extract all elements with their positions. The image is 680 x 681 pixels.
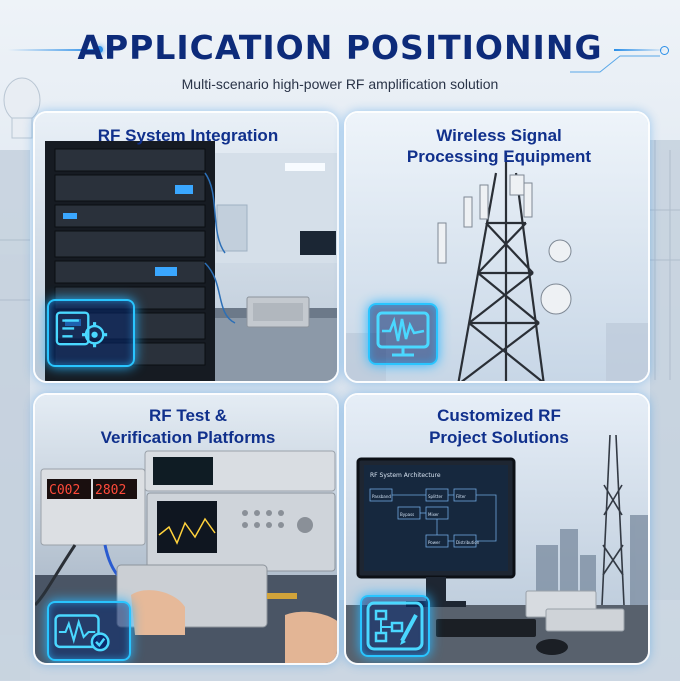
- signal-monitor-icon: [368, 303, 438, 365]
- card-title-line-2: Project Solutions: [429, 428, 569, 447]
- card-rf-system-integration[interactable]: RF System Integration: [33, 111, 339, 383]
- monitor-block-mixer: Mixer: [428, 512, 439, 517]
- block-diagram-edit-icon: [360, 595, 430, 657]
- settings-document-icon: [47, 299, 135, 367]
- page-title: APPLICATION POSITIONING: [77, 28, 603, 67]
- card-title-line-1: Wireless Signal: [436, 126, 562, 145]
- decoration-circuit-line: [570, 55, 660, 73]
- decoration-dot-right: [660, 46, 669, 55]
- monitor-block-passband: Passband: [372, 494, 391, 499]
- server-rack-lab-scene: [35, 113, 337, 381]
- tower-structure: [457, 153, 545, 381]
- power-supply-display-left: C002: [49, 483, 80, 498]
- card-customized-rf-solutions[interactable]: RF System Architecture Passband Bypass S…: [344, 393, 650, 665]
- card-title-line-1: Customized RF: [437, 406, 561, 425]
- page-subtitle: Multi-scenario high-power RF amplificati…: [181, 76, 499, 92]
- monitor-block-power: Power: [428, 540, 440, 545]
- card-title: RF System Integration: [97, 126, 279, 145]
- monitor-block-distribution: Distribution: [456, 540, 480, 545]
- monitor-block-filter: Filter: [456, 494, 466, 499]
- card-title-line-1: RF Test &: [148, 406, 228, 425]
- monitor-heading: RF System Architecture: [370, 472, 441, 479]
- card-wireless-signal-processing[interactable]: Wireless Signal Processing Equipment: [344, 111, 650, 383]
- power-supply-display-right: 2802: [95, 483, 126, 498]
- waveform-check-icon: [47, 601, 131, 661]
- monitor-block-splitter: Splitter: [428, 494, 443, 499]
- radar-dome: [3, 77, 41, 139]
- card-title-line-2: Processing Equipment: [406, 147, 592, 166]
- cell-tower-scene: [346, 113, 648, 381]
- decoration-dot-left: [96, 46, 103, 53]
- monitor-block-bypass: Bypass: [400, 512, 414, 517]
- title-decoration-left: [8, 49, 98, 51]
- header: APPLICATION POSITIONING Multi-scenario h…: [0, 0, 680, 110]
- card-rf-test-verification[interactable]: C002 2802 RF Test & Verification Platfor…: [33, 393, 339, 665]
- card-title-line-2: Verification Platforms: [100, 428, 276, 447]
- title-decoration-right: [614, 49, 666, 51]
- background-tower: [601, 434, 625, 606]
